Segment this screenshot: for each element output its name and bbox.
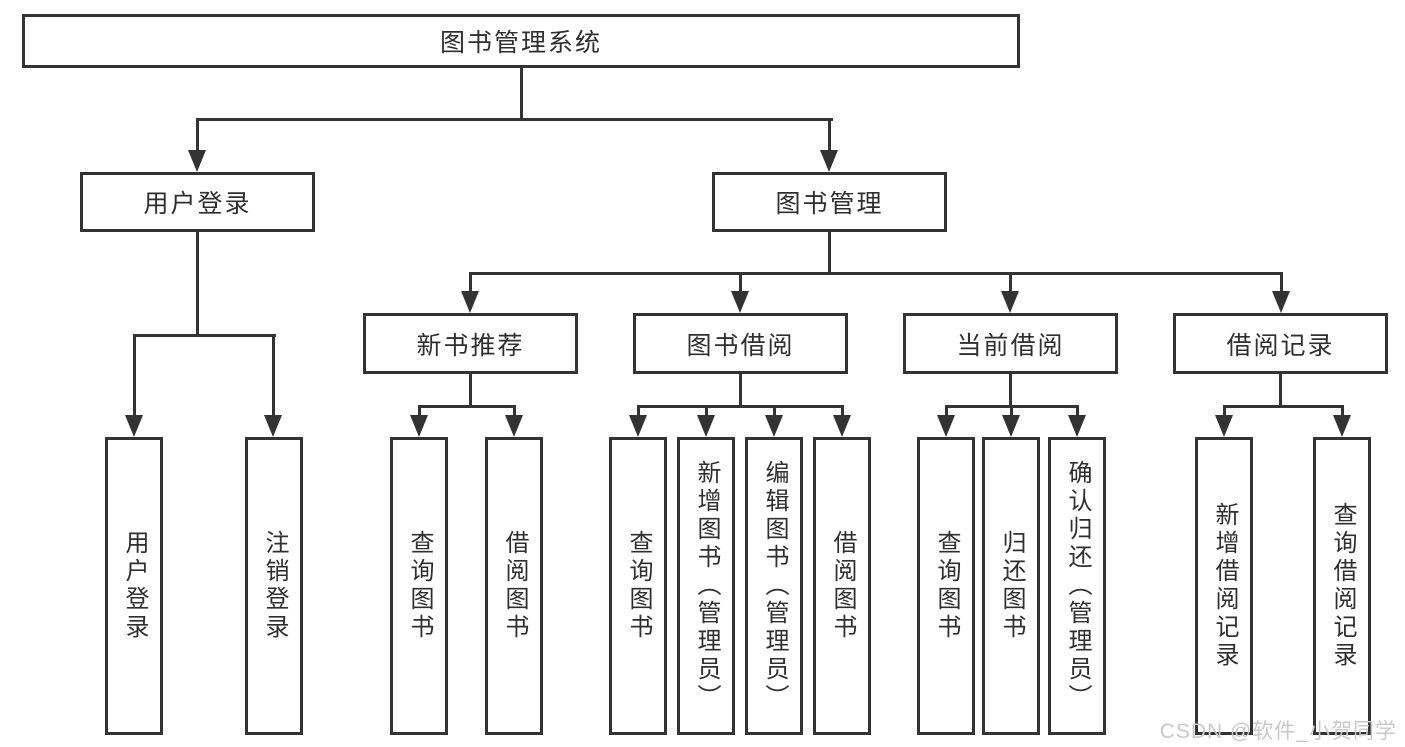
leaf-logout: 注销登录: [245, 437, 303, 735]
leaf-confirm-return-admin: 确认归还（管理员）: [1048, 437, 1106, 735]
leaf-add-book-admin: 新增图书（管理员）: [677, 437, 735, 735]
arrow-down: [937, 415, 955, 437]
node-label: 当前借阅: [956, 331, 1065, 360]
arrow-down: [1068, 415, 1086, 437]
arrow-down: [833, 415, 851, 437]
connector-vline: [1009, 272, 1012, 293]
node-label: 新书推荐: [416, 331, 525, 360]
connector-hline: [469, 272, 1282, 275]
node-label: 新增借阅记录: [1211, 502, 1238, 670]
node-label: 查询借阅记录: [1329, 502, 1356, 670]
connector-vline: [1279, 374, 1282, 407]
connector-vline: [1076, 405, 1079, 417]
connector-vline: [133, 334, 136, 417]
connector-vline: [520, 66, 523, 120]
arrow-down: [731, 291, 749, 313]
node-label: 归还图书: [998, 530, 1025, 642]
arrow-down: [820, 150, 838, 172]
arrow-down: [629, 415, 647, 437]
leaf-edit-book-admin: 编辑图书（管理员）: [745, 437, 803, 735]
connector-vline: [196, 232, 199, 337]
node-label: 图书管理: [775, 190, 884, 218]
arrow-down: [1002, 415, 1020, 437]
connector-hline: [196, 118, 833, 121]
node-borrowing-records: 借阅记录: [1173, 313, 1388, 374]
connector-vline: [469, 272, 472, 293]
node-label: 图书管理系统: [439, 29, 602, 57]
connector-vline: [945, 405, 948, 417]
arrow-down: [1001, 291, 1019, 313]
connector-vline: [1280, 272, 1283, 293]
connector-vline: [1010, 405, 1013, 417]
node-book-borrowing: 图书借阅: [633, 313, 848, 374]
leaf-query-borrow-record: 查询借阅记录: [1313, 437, 1371, 735]
node-label: 注销登录: [261, 530, 288, 642]
csdn-watermark: CSDN @软件_小贺同学: [1159, 720, 1397, 743]
node-label: 借阅图书: [829, 530, 856, 642]
node-label: 查询图书: [933, 530, 960, 642]
node-new-book-recommendation: 新书推荐: [363, 313, 578, 374]
node-label: 确认归还（管理员）: [1064, 460, 1091, 712]
arrow-down: [1215, 415, 1233, 437]
arrow-down: [264, 415, 282, 437]
arrow-down: [697, 415, 715, 437]
connector-vline: [1009, 374, 1012, 407]
arrow-down: [765, 415, 783, 437]
connector-vline: [637, 405, 640, 417]
arrow-down: [1333, 415, 1351, 437]
connector-vline: [828, 232, 831, 274]
arrow-down: [188, 150, 206, 172]
connector-vline: [272, 334, 275, 417]
connector-vline: [418, 405, 421, 417]
node-label: 用户登录: [143, 190, 252, 218]
connector-vline: [739, 272, 742, 293]
node-label: 借阅图书: [501, 530, 528, 642]
connector-vline: [1223, 405, 1226, 417]
leaf-borrow-book-recommend: 借阅图书: [485, 437, 543, 735]
arrow-down: [1272, 291, 1290, 313]
connector-vline: [828, 118, 831, 152]
arrow-down: [125, 415, 143, 437]
node-label: 查询图书: [406, 530, 433, 642]
connector-vline: [469, 374, 472, 407]
connector-vline: [513, 405, 516, 417]
node-book-management: 图书管理: [712, 172, 947, 232]
connector-vline: [196, 118, 199, 152]
node-label: 借阅记录: [1226, 331, 1335, 360]
connector-vline: [705, 405, 708, 417]
leaf-borrow-book-borrowing: 借阅图书: [813, 437, 871, 735]
arrow-down: [461, 291, 479, 313]
connector-vline: [773, 405, 776, 417]
node-label: 新增图书（管理员）: [693, 460, 720, 712]
leaf-query-book-borrowing: 查询图书: [609, 437, 667, 735]
leaf-add-borrow-record: 新增借阅记录: [1195, 437, 1253, 735]
node-label: 编辑图书（管理员）: [761, 460, 788, 712]
node-label: 图书借阅: [686, 331, 795, 360]
connector-vline: [1341, 405, 1344, 417]
node-library-management-system: 图书管理系统: [22, 14, 1020, 68]
connector-vline: [841, 405, 844, 417]
node-label: 查询图书: [625, 530, 652, 642]
connector-vline: [739, 374, 742, 407]
leaf-query-book-current: 查询图书: [917, 437, 975, 735]
node-user-login: 用户登录: [80, 172, 315, 232]
leaf-return-book: 归还图书: [982, 437, 1040, 735]
arrow-down: [410, 415, 428, 437]
leaf-query-book-recommend: 查询图书: [390, 437, 448, 735]
arrow-down: [505, 415, 523, 437]
connector-hline: [637, 405, 844, 408]
leaf-user-login: 用户登录: [105, 437, 163, 735]
node-label: 用户登录: [121, 530, 148, 642]
node-current-borrowing: 当前借阅: [903, 313, 1118, 374]
connector-hline: [418, 405, 516, 408]
connector-hline: [133, 334, 276, 337]
connector-hline: [1223, 405, 1344, 408]
